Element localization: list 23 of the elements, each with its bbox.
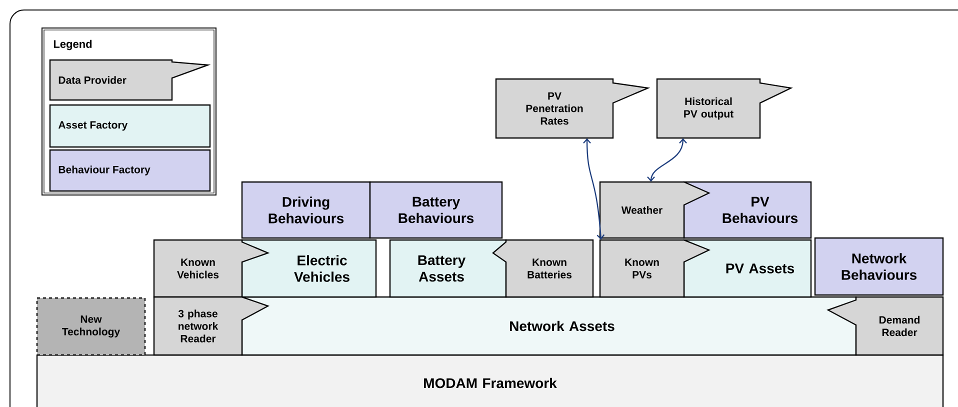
behaviour-box: PV Behaviours — [683, 181, 812, 239]
behaviour-box: Driving Behaviours — [241, 181, 371, 239]
asset-box: PV Assets — [683, 239, 812, 298]
asset-box: Electric Vehicles — [241, 239, 377, 298]
dashed-box: New Technology — [36, 297, 146, 356]
callout-box: PV Penetration Rates — [495, 78, 650, 139]
legend-title: Legend — [54, 40, 92, 50]
callout-box: Historical PV output — [656, 78, 793, 139]
callout-box: Weather — [599, 181, 710, 239]
legend-item: Behaviour Factory — [49, 149, 211, 192]
behaviour-box: Battery Behaviours — [369, 181, 503, 239]
callout-box: Known Vehicles — [153, 239, 270, 298]
callout-box: Demand Reader — [826, 296, 944, 356]
double-arrow — [583, 138, 605, 240]
double-arrow — [647, 138, 687, 182]
callout-box: 3 phase network Reader — [153, 296, 270, 356]
callout-box: Known PVs — [599, 239, 710, 298]
asset-box: Battery Assets — [389, 239, 507, 298]
legend-item: Data Provider — [49, 59, 211, 101]
legend-item: Asset Factory — [49, 104, 211, 148]
framework-band: MODAM Framework — [36, 354, 944, 407]
behaviour-box: Network Behaviours — [814, 237, 944, 296]
network-box: Network Assets — [241, 296, 857, 356]
